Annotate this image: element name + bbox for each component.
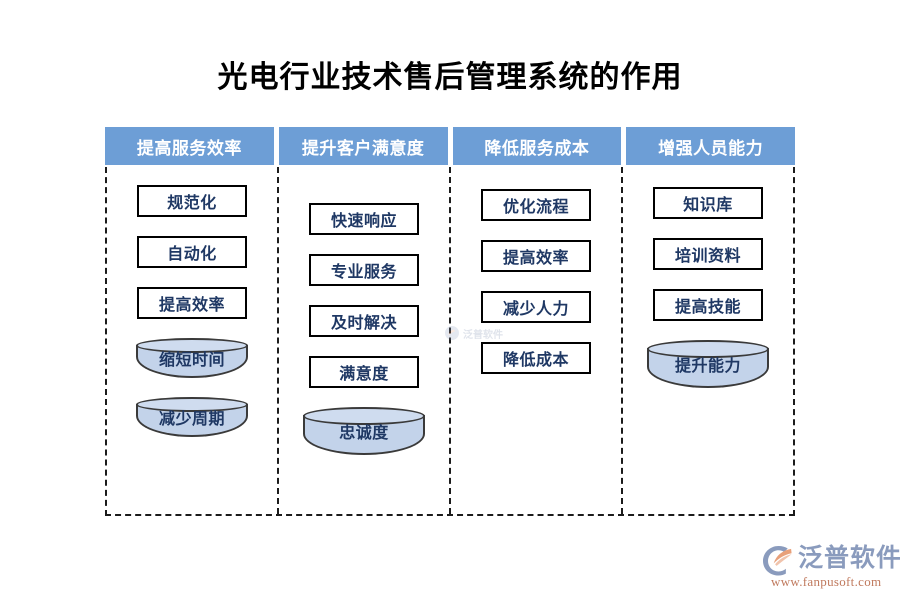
grid-column-1: 快速响应专业服务及时解决满意度忠诚度 [277, 167, 449, 514]
node-rect[interactable]: 快速响应 [309, 203, 419, 235]
node-rect[interactable]: 优化流程 [481, 189, 591, 221]
node-rect-shape: 满意度 [309, 356, 419, 388]
node-rect[interactable]: 及时解决 [309, 305, 419, 337]
brand-mark-icon [763, 545, 792, 576]
node-rect[interactable]: 规范化 [137, 185, 247, 217]
node-label: 提升能力 [674, 358, 741, 375]
node-rect-shape: 知识库 [653, 187, 763, 219]
brand-url: www.fanpusoft.com [771, 574, 882, 589]
cylinder-top-ellipse [303, 407, 425, 425]
node-label: 提高效率 [502, 250, 569, 267]
column-header-0: 提高服务效率 [105, 127, 274, 165]
node-rect[interactable]: 专业服务 [309, 254, 419, 286]
node-rect[interactable]: 降低成本 [481, 342, 591, 374]
node-label: 优化流程 [502, 199, 569, 216]
brand-logo: 泛普软件 www.fanpusoft.com [762, 543, 900, 593]
grid-column-2: 优化流程提高效率减少人力降低成本 [449, 167, 621, 514]
node-label: 及时解决 [330, 315, 397, 332]
cylinder-top-ellipse [136, 338, 248, 353]
node-rect-shape: 提高技能 [653, 289, 763, 321]
column-0-nodes: 规范化自动化提高效率缩短时间减少周期 [107, 185, 277, 456]
node-rect-shape: 自动化 [137, 236, 247, 268]
node-rect-shape: 提高效率 [137, 287, 247, 319]
node-rect-shape: 减少人力 [481, 291, 591, 323]
node-rect[interactable]: 自动化 [137, 236, 247, 268]
node-label: 降低成本 [502, 352, 569, 369]
grid-column-3: 知识库培训资料提高技能提升能力 [621, 167, 793, 514]
node-rect[interactable]: 提高效率 [137, 287, 247, 319]
column-2-nodes: 优化流程提高效率减少人力降低成本 [451, 189, 621, 393]
node-rect[interactable]: 培训资料 [653, 238, 763, 270]
node-rect[interactable]: 减少人力 [481, 291, 591, 323]
column-header-row: 提高服务效率 提升客户满意度 降低服务成本 增强人员能力 [105, 127, 795, 165]
node-label: 满意度 [339, 366, 389, 383]
node-rect[interactable]: 提高技能 [653, 289, 763, 321]
column-3-nodes: 知识库培训资料提高技能提升能力 [623, 187, 793, 407]
node-rect-shape: 专业服务 [309, 254, 419, 286]
node-label: 提高技能 [674, 299, 741, 316]
node-label: 知识库 [683, 197, 733, 214]
node-rect[interactable]: 知识库 [653, 187, 763, 219]
column-header-2: 降低服务成本 [452, 127, 622, 165]
node-rect-shape: 规范化 [137, 185, 247, 217]
node-rect-shape: 优化流程 [481, 189, 591, 221]
dashed-grid-container: 规范化自动化提高效率缩短时间减少周期 快速响应专业服务及时解决满意度忠诚度 优化… [105, 167, 795, 516]
node-label: 缩短时间 [158, 352, 225, 369]
node-label: 培训资料 [674, 248, 741, 265]
node-cylinder[interactable]: 提升能力 [647, 340, 769, 388]
node-label: 减少周期 [158, 411, 225, 428]
cylinder-top-ellipse [136, 397, 248, 412]
node-rect[interactable]: 满意度 [309, 356, 419, 388]
node-cylinder[interactable]: 缩短时间 [136, 338, 248, 378]
node-label: 规范化 [167, 195, 217, 212]
grid-column-0: 规范化自动化提高效率缩短时间减少周期 [107, 167, 277, 514]
column-1-nodes: 快速响应专业服务及时解决满意度忠诚度 [279, 203, 449, 474]
node-rect-shape: 培训资料 [653, 238, 763, 270]
node-cylinder[interactable]: 减少周期 [136, 397, 248, 437]
node-rect-shape: 提高效率 [481, 240, 591, 272]
node-label: 忠诚度 [339, 425, 389, 442]
node-label: 提高效率 [158, 297, 225, 314]
node-rect-shape: 快速响应 [309, 203, 419, 235]
node-rect-shape: 及时解决 [309, 305, 419, 337]
node-rect-shape: 降低成本 [481, 342, 591, 374]
node-cylinder[interactable]: 忠诚度 [303, 407, 425, 455]
node-label: 自动化 [167, 246, 217, 263]
node-label: 专业服务 [330, 264, 397, 281]
page-title: 光电行业技术售后管理系统的作用 [217, 61, 683, 94]
brand-name: 泛普软件 [798, 544, 900, 572]
node-label: 快速响应 [330, 213, 397, 230]
column-header-3: 增强人员能力 [626, 127, 795, 165]
column-header-1: 提升客户满意度 [278, 127, 448, 165]
node-rect[interactable]: 提高效率 [481, 240, 591, 272]
node-label: 减少人力 [502, 301, 569, 318]
cylinder-top-ellipse [647, 340, 769, 358]
